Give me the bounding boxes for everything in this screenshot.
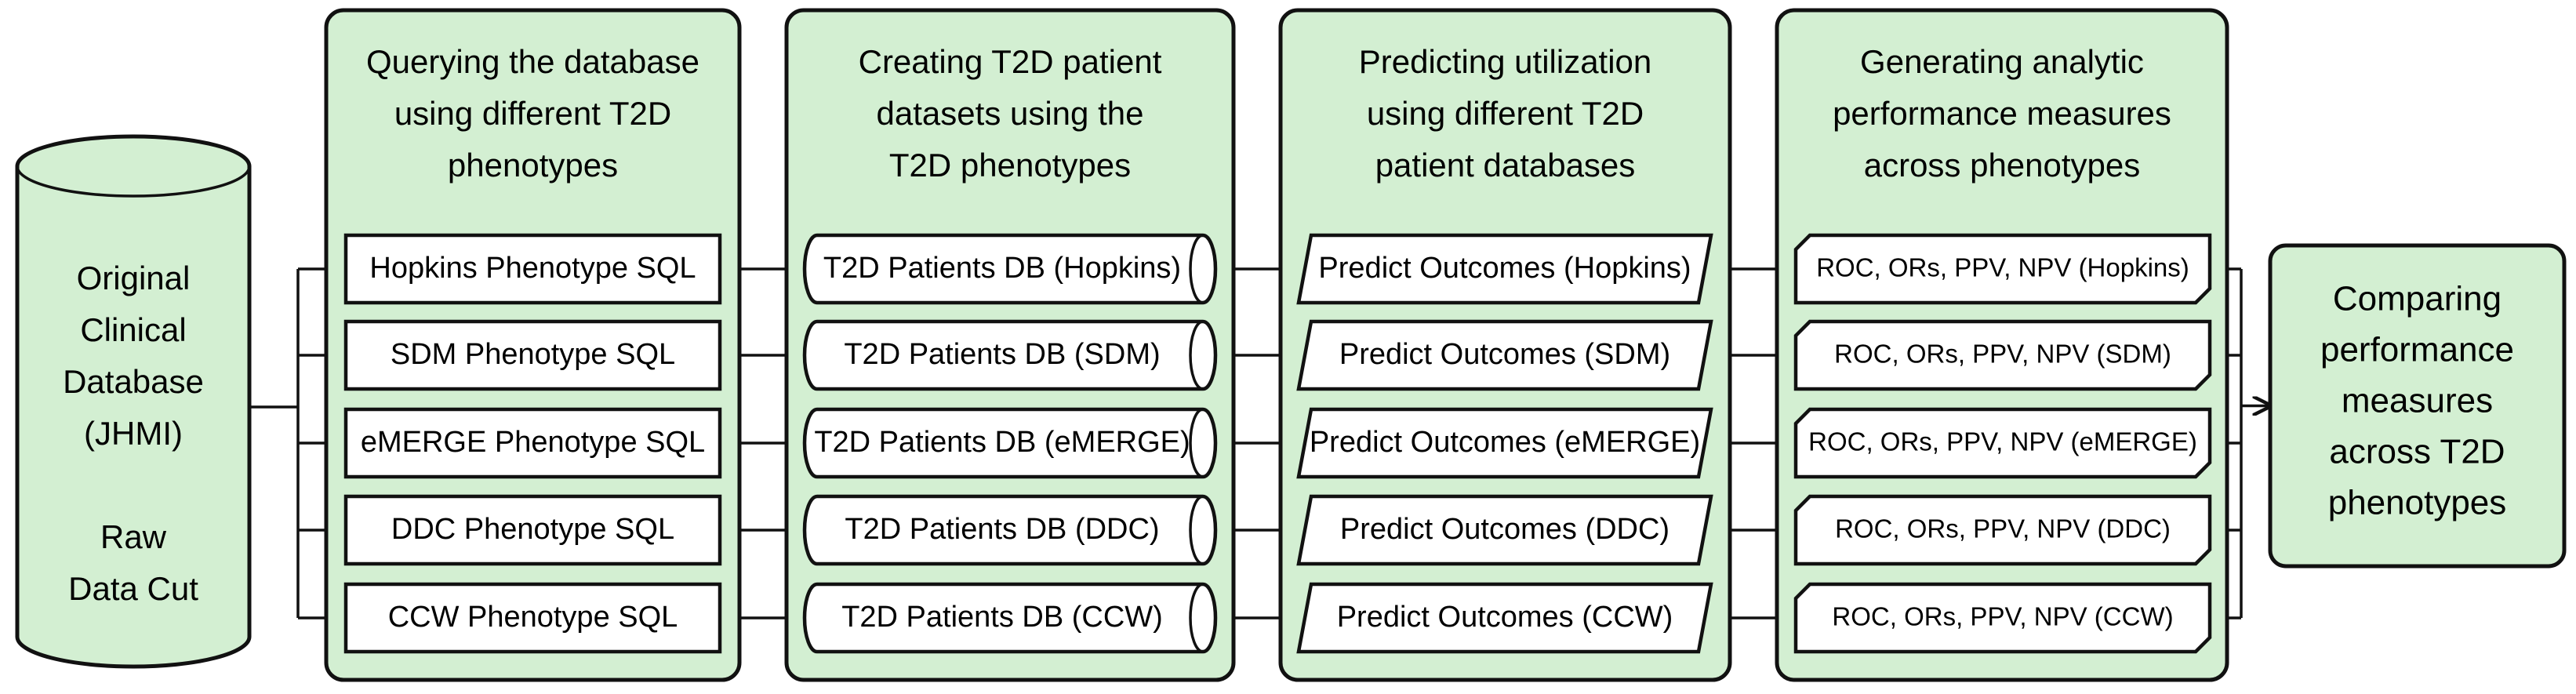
box-label: ROC, ORs, PPV, NPV (Hopkins): [1816, 253, 2189, 282]
cylinder-box: T2D Patients DB (CCW): [802, 582, 1218, 654]
parallelogram-shape: [1296, 407, 1713, 479]
stage-panel-2: Creating T2D patient datasets using theT2…: [784, 8, 1236, 682]
stage-title-line: Generating analytic: [1860, 43, 2144, 80]
box-label: T2D Patients DB (eMERGE): [814, 426, 1190, 459]
parallelogram-shape: [1296, 319, 1713, 391]
box-label: Predict Outcomes (SDM): [1339, 338, 1670, 371]
box-label: T2D Patients DB (Hopkins): [823, 252, 1181, 285]
stage-panel-1: Querying the database using different T2D…: [324, 8, 742, 682]
rectangle-box: CCW Phenotype SQL: [343, 582, 722, 654]
rectangle-shape: [343, 494, 722, 566]
box-label: T2D Patients DB (SDM): [844, 338, 1160, 371]
box-label: SDM Phenotype SQL: [391, 338, 675, 371]
cylinder-end-rim: [1189, 495, 1204, 565]
box-label: ROC, ORs, PPV, NPV (SDM): [1834, 340, 2171, 369]
parallelogram-box: Predict Outcomes (eMERGE): [1296, 407, 1713, 479]
parallelogram-shape: [1296, 494, 1713, 566]
stage-title-line: Creating T2D patient: [859, 43, 1162, 80]
box-label: eMERGE Phenotype SQL: [361, 426, 705, 459]
final-label-line: Comparing: [2333, 280, 2502, 318]
parallelogram-shape: [1296, 233, 1713, 305]
box-label: Predict Outcomes (eMERGE): [1310, 426, 1700, 459]
document-shape: [1793, 319, 2212, 391]
stage-panel-4: Generating analytic performance measures a…: [1775, 8, 2229, 682]
parallelogram-shape: [1296, 582, 1713, 654]
document-shape: [1793, 494, 2212, 566]
cylinder-box: T2D Patients DB (Hopkins): [802, 233, 1218, 305]
database-label-line: Data Cut: [68, 570, 198, 607]
parallelogram-box: Predict Outcomes (CCW): [1296, 582, 1713, 654]
box-label: DDC Phenotype SQL: [391, 513, 674, 546]
document-box: ROC, ORs, PPV, NPV (Hopkins): [1793, 233, 2212, 305]
document-box: ROC, ORs, PPV, NPV (eMERGE): [1793, 407, 2212, 479]
final-comparison-box: Comparing performance measures across T2D ph…: [2268, 243, 2567, 569]
stage-title-line: performance measures: [1833, 95, 2171, 132]
stage-title-line: T2D phenotypes: [889, 147, 1131, 183]
stage-title-line: Querying the database: [366, 43, 699, 80]
rectangle-box: DDC Phenotype SQL: [343, 494, 722, 566]
database-label-line: Clinical: [80, 311, 186, 348]
box-label: Predict Outcomes (DDC): [1340, 513, 1669, 546]
database-label-line: Original: [77, 260, 191, 296]
parallelogram-box: Predict Outcomes (DDC): [1296, 494, 1713, 566]
final-label-line: measures: [2342, 382, 2493, 420]
database-label-line: (JHMI): [84, 415, 183, 452]
stage-title-line: patient databases: [1375, 147, 1636, 183]
rectangle-shape: [343, 407, 722, 479]
parallelogram-box: Predict Outcomes (Hopkins): [1296, 233, 1713, 305]
stage-title-line: datasets using the: [877, 95, 1144, 132]
rectangle-box: SDM Phenotype SQL: [343, 319, 722, 391]
rectangle-shape: [343, 233, 722, 305]
document-shape: [1793, 582, 2212, 654]
stage-panel-3: Predicting utilization using different T2…: [1278, 8, 1732, 682]
cylinder-box: T2D Patients DB (DDC): [802, 494, 1218, 566]
database-label-line: Database: [63, 363, 204, 400]
box-label: Hopkins Phenotype SQL: [369, 252, 696, 285]
rectangle-shape: [343, 582, 722, 654]
database-label-line: Raw: [100, 518, 167, 555]
rectangle-box: eMERGE Phenotype SQL: [343, 407, 722, 479]
cylinder-end-rim: [1189, 234, 1204, 304]
stage-title-line: using different T2D: [1367, 95, 1644, 132]
box-label: T2D Patients DB (DDC): [845, 513, 1159, 546]
document-box: ROC, ORs, PPV, NPV (DDC): [1793, 494, 2212, 566]
box-label: T2D Patients DB (CCW): [841, 601, 1163, 634]
box-label: Predict Outcomes (CCW): [1337, 601, 1673, 634]
final-label-line: performance: [2320, 331, 2514, 369]
cylinder-end-rim: [1189, 583, 1204, 653]
final-label-line: phenotypes: [2328, 484, 2507, 522]
box-label: CCW Phenotype SQL: [388, 601, 678, 634]
box-label: ROC, ORs, PPV, NPV (CCW): [1832, 602, 2173, 631]
box-label: ROC, ORs, PPV, NPV (eMERGE): [1808, 427, 2197, 456]
final-label-line: across T2D: [2329, 433, 2505, 471]
document-shape: [1793, 407, 2212, 479]
box-label: ROC, ORs, PPV, NPV (DDC): [1835, 514, 2171, 543]
stage-title-line: using different T2D: [394, 95, 671, 132]
database-top-rim: [16, 165, 251, 198]
cylinder-end-rim: [1189, 320, 1204, 391]
cylinder-end-rim: [1189, 408, 1204, 478]
document-box: ROC, ORs, PPV, NPV (SDM): [1793, 319, 2212, 391]
rectangle-shape: [343, 319, 722, 391]
box-label: Predict Outcomes (Hopkins): [1318, 252, 1691, 285]
stage-title-line: across phenotypes: [1864, 147, 2141, 183]
cylinder-box: T2D Patients DB (SDM): [802, 319, 1218, 391]
stage-title-line: phenotypes: [448, 147, 618, 183]
rectangle-box: Hopkins Phenotype SQL: [343, 233, 722, 305]
parallelogram-box: Predict Outcomes (SDM): [1296, 319, 1713, 391]
document-shape: [1793, 233, 2212, 305]
document-box: ROC, ORs, PPV, NPV (CCW): [1793, 582, 2212, 654]
final-box-background: [2268, 243, 2567, 569]
database-body: [15, 134, 252, 669]
cylinder-box: T2D Patients DB (eMERGE): [802, 407, 1218, 479]
stage-title-line: Predicting utilization: [1359, 43, 1652, 80]
